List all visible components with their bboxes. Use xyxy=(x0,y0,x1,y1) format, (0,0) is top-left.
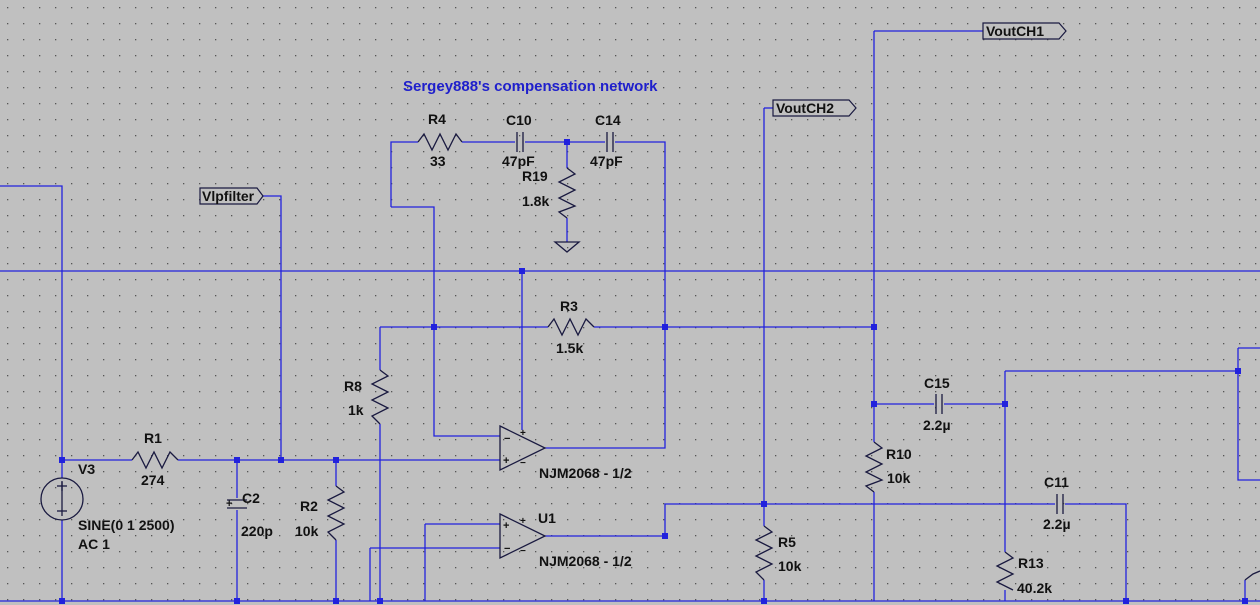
capacitor-c15[interactable]: C15 2.2µ xyxy=(923,375,951,433)
net-label-vlpfilter[interactable]: Vlpfilter xyxy=(199,187,264,205)
r8-name: R8 xyxy=(344,378,362,394)
r5-value: 10k xyxy=(778,558,802,574)
capacitor-c14[interactable]: C14 47pF xyxy=(590,112,623,169)
r10-value: 10k xyxy=(887,470,911,486)
voutch2-text: VoutCH2 xyxy=(776,100,834,116)
svg-text:+: + xyxy=(226,498,232,510)
resistor-r10[interactable]: R10 10k xyxy=(864,441,912,493)
r13-value: 40.2k xyxy=(1017,580,1052,596)
c10-value: 47pF xyxy=(502,153,535,169)
opamp-top[interactable]: − + + − NJM2068 - 1/2 xyxy=(499,424,632,481)
r2-value: 10k xyxy=(295,523,319,539)
svg-text:+: + xyxy=(503,455,509,467)
vlpfilter-text: Vlpfilter xyxy=(202,188,255,204)
resistor-r5[interactable]: R5 10k xyxy=(754,525,802,581)
r5-name: R5 xyxy=(778,534,796,550)
r1-value: 274 xyxy=(141,472,165,488)
voltage-source-v3[interactable]: V3 SINE(0 1 2500) AC 1 xyxy=(40,461,175,552)
capacitor-c10[interactable]: C10 47pF xyxy=(502,112,535,169)
r8-value: 1k xyxy=(348,402,364,418)
c2-name: C2 xyxy=(242,490,260,506)
c11-value: 2.2µ xyxy=(1043,516,1071,532)
svg-text:−: − xyxy=(520,546,526,557)
svg-text:+: + xyxy=(503,520,509,532)
r19-name: R19 xyxy=(522,168,548,184)
compensation-network-note: Sergey888's compensation network xyxy=(403,78,658,95)
resistor-r2[interactable]: R2 10k xyxy=(295,485,346,541)
u1-value: NJM2068 - 1/2 xyxy=(539,553,632,569)
r3-value: 1.5k xyxy=(556,340,583,356)
opamp-top-value: NJM2068 - 1/2 xyxy=(539,465,632,481)
resistor-r3[interactable]: R3 1.5k xyxy=(547,298,595,356)
c15-name: C15 xyxy=(924,375,950,391)
r4-name: R4 xyxy=(428,111,446,127)
voutch1-text: VoutCH1 xyxy=(986,23,1044,39)
resistor-r19[interactable]: R19 1.8k xyxy=(522,167,577,219)
r2-name: R2 xyxy=(300,498,318,514)
svg-text:−: − xyxy=(504,543,510,555)
c15-value: 2.2µ xyxy=(923,417,951,433)
r3-name: R3 xyxy=(560,298,578,314)
svg-text:+: + xyxy=(520,516,526,527)
opamp-u1[interactable]: + − + − U1 NJM2068 - 1/2 xyxy=(499,510,632,569)
svg-text:−: − xyxy=(520,458,526,469)
net-label-voutch2[interactable]: VoutCH2 xyxy=(772,99,857,117)
r1-name: R1 xyxy=(144,430,162,446)
v3-value2: AC 1 xyxy=(78,536,110,552)
v3-name: V3 xyxy=(78,461,95,477)
wires xyxy=(0,30,1260,602)
svg-text:+: + xyxy=(520,428,526,439)
r19-value: 1.8k xyxy=(522,193,549,209)
resistor-r13[interactable]: R13 40.2k xyxy=(995,551,1052,596)
c11-name: C11 xyxy=(1044,474,1069,490)
capacitor-c11[interactable]: C11 2.2µ xyxy=(1043,474,1071,532)
svg-text:−: − xyxy=(504,433,510,445)
resistor-r1[interactable]: R1 274 xyxy=(131,430,179,488)
resistor-r8[interactable]: R8 1k xyxy=(344,369,390,425)
junctions xyxy=(59,139,1248,604)
c14-value: 47pF xyxy=(590,153,623,169)
r10-name: R10 xyxy=(886,446,912,462)
c14-name: C14 xyxy=(595,112,621,128)
u1-name: U1 xyxy=(538,510,556,526)
c10-name: C10 xyxy=(506,112,532,128)
capacitor-c2[interactable]: + C2 220p xyxy=(226,490,273,539)
c2-value: 220p xyxy=(241,523,273,539)
r13-name: R13 xyxy=(1018,555,1044,571)
ground-symbol xyxy=(553,241,581,253)
net-label-voutch1[interactable]: VoutCH1 xyxy=(982,22,1067,40)
v3-value: SINE(0 1 2500) xyxy=(78,517,175,533)
resistor-partial[interactable] xyxy=(1244,570,1260,581)
resistor-r4[interactable]: R4 33 xyxy=(417,111,463,169)
r4-value: 33 xyxy=(430,153,446,169)
